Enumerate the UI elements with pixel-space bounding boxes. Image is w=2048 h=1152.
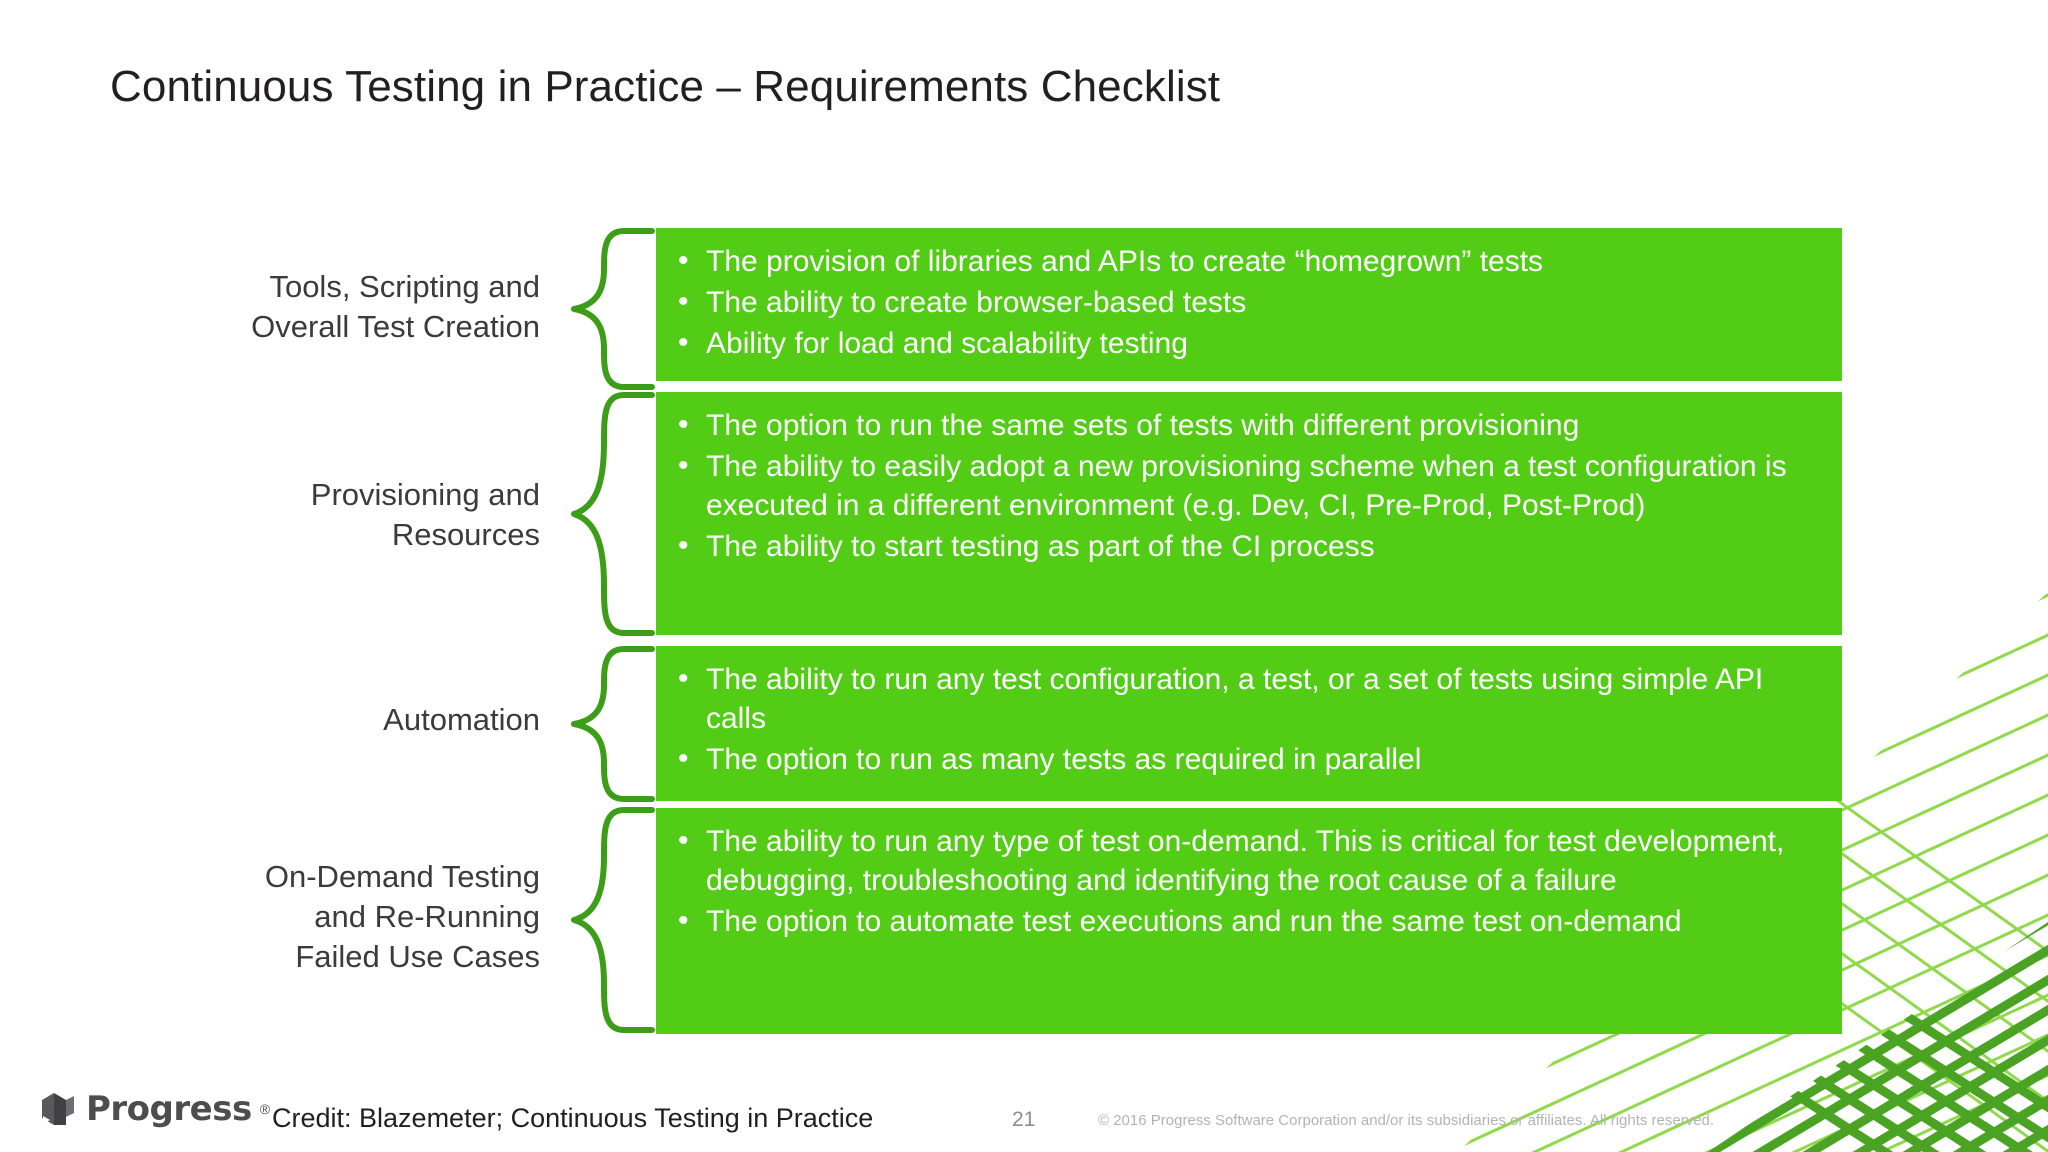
- checklist-box-4: The ability to run any type of test on-d…: [656, 808, 1842, 1034]
- bullet-list-3: The ability to run any test configuratio…: [672, 659, 1820, 779]
- brace-3: [571, 646, 655, 802]
- credit-text: Credit: Blazemeter; Continuous Testing i…: [272, 1103, 874, 1133]
- brace-4: [571, 807, 655, 1033]
- copyright-notice: © 2016 Progress Software Corporation and…: [1098, 1112, 1715, 1129]
- row-label-3: Automation: [120, 700, 540, 740]
- bullet-list-1: The provision of libraries and APIs to c…: [672, 241, 1820, 363]
- registered-mark: ®: [259, 1101, 271, 1117]
- bullet-item: The option to run as many tests as requi…: [672, 739, 1820, 779]
- row-label-2: Provisioning and Resources: [120, 475, 540, 555]
- bullet-item: The ability to create browser-based test…: [672, 282, 1820, 322]
- row-label-4: On-Demand Testing and Re-Running Failed …: [120, 857, 540, 977]
- row-label-3-line-1: Automation: [383, 702, 540, 737]
- bullet-item: The ability to easily adopt a new provis…: [672, 446, 1820, 525]
- row-label-1-line-2: Overall Test Creation: [251, 309, 540, 344]
- row-label-2-line-2: Resources: [391, 517, 540, 552]
- progress-logo-mark-icon: [42, 1093, 74, 1125]
- row-label-2-line-1: Provisioning and: [310, 477, 540, 512]
- row-label-4-line-3: Failed Use Cases: [295, 939, 540, 974]
- bullet-item: Ability for load and scalability testing: [672, 323, 1820, 363]
- checklist-box-3: The ability to run any test configuratio…: [656, 646, 1842, 801]
- page-number: 21: [1012, 1108, 1036, 1131]
- slide-title: Continuous Testing in Practice – Require…: [110, 62, 1221, 111]
- bullet-list-2: The option to run the same sets of tests…: [672, 405, 1820, 566]
- bullet-item: The option to automate test executions a…: [672, 901, 1820, 941]
- checklist-box-2: The option to run the same sets of tests…: [656, 392, 1842, 635]
- brace-1: [571, 228, 655, 390]
- bullet-list-4: The ability to run any type of test on-d…: [672, 821, 1820, 941]
- checklist-box-1: The provision of libraries and APIs to c…: [656, 228, 1842, 381]
- progress-logo: Progress ®: [38, 1088, 270, 1130]
- bullet-item: The option to run the same sets of tests…: [672, 405, 1820, 445]
- row-label-1-line-1: Tools, Scripting and: [269, 269, 540, 304]
- bullet-item: The ability to run any test configuratio…: [672, 659, 1820, 738]
- row-label-4-line-2: and Re-Running: [314, 899, 540, 934]
- bullet-item: The provision of libraries and APIs to c…: [672, 241, 1820, 281]
- bullet-item: The ability to run any type of test on-d…: [672, 821, 1820, 900]
- brace-2: [571, 392, 655, 636]
- bullet-item: The ability to start testing as part of …: [672, 526, 1820, 566]
- row-label-1: Tools, Scripting and Overall Test Creati…: [120, 267, 540, 347]
- progress-logo-wordmark: Progress: [86, 1089, 252, 1129]
- row-label-4-line-1: On-Demand Testing: [264, 859, 540, 894]
